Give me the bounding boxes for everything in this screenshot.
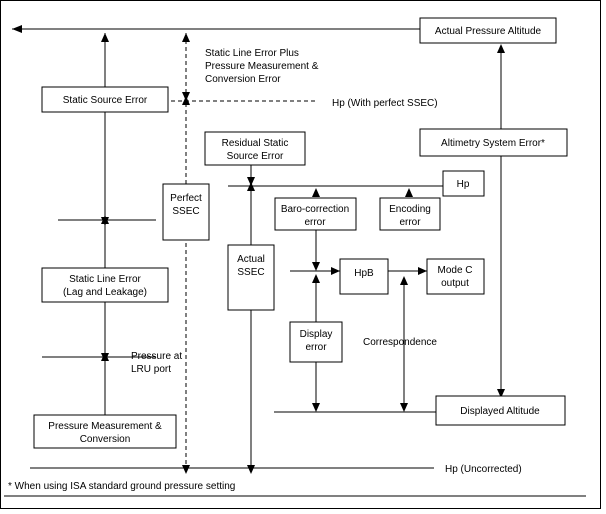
label-actual-ssec-line1: Actual bbox=[237, 254, 265, 265]
label-display-line2: error bbox=[305, 342, 327, 353]
note-line1: Static Line Error Plus bbox=[205, 48, 299, 59]
hpb-to-modec-arrow bbox=[418, 267, 427, 275]
encoding-arrow-head bbox=[405, 188, 413, 197]
baro-arrow-head bbox=[312, 188, 320, 197]
baro-to-hpb-arrow bbox=[312, 262, 320, 271]
hpb-input-arrow bbox=[331, 267, 340, 275]
dashed-mid-arrow-down bbox=[182, 92, 190, 101]
label-static-line-line1: Static Line Error bbox=[69, 274, 141, 285]
label-encoding-line1: Encoding bbox=[389, 204, 431, 215]
label-actual-ssec-line2: SSEC bbox=[237, 267, 264, 278]
box-encoding-error: Encoding error bbox=[379, 197, 441, 231]
label-display-line1: Display bbox=[300, 329, 333, 340]
box-display-error: Display error bbox=[289, 321, 343, 363]
label-residual-line2: Source Error bbox=[227, 151, 284, 162]
label-modec-line2: output bbox=[441, 278, 469, 289]
label-perfect-ssec-line2: SSEC bbox=[172, 206, 199, 217]
box-static-source-error: Static Source Error bbox=[41, 86, 169, 113]
label-residual-line1: Residual Static bbox=[222, 138, 289, 149]
label-encoding-line2: error bbox=[399, 217, 421, 228]
label-hp-with-perfect-ssec: Hp (With perfect SSEC) bbox=[332, 98, 438, 109]
label-displayed-altitude: Displayed Altitude bbox=[460, 406, 540, 417]
note-static-line-error-plus: Static Line Error Plus Pressure Measurem… bbox=[205, 48, 319, 85]
box-hpb: HpB bbox=[339, 258, 389, 295]
label-perfect-ssec-line1: Perfect bbox=[170, 193, 202, 204]
label-hpb: HpB bbox=[354, 268, 374, 279]
label-baro-line2: error bbox=[304, 217, 326, 228]
ssec-marker-down bbox=[101, 217, 109, 226]
label-pmc-line2: Conversion bbox=[80, 434, 131, 445]
hpb-display-arrow bbox=[312, 274, 320, 283]
label-hp-uncorrected: Hp (Uncorrected) bbox=[445, 464, 522, 475]
correspondence-bottom-arrow bbox=[400, 403, 408, 412]
dashed-bottom-arrow bbox=[182, 465, 190, 474]
box-static-line-error: Static Line Error (Lag and Leakage) bbox=[41, 267, 169, 303]
label-modec-line1: Mode C bbox=[437, 265, 472, 276]
label-static-line-line2: (Lag and Leakage) bbox=[63, 287, 147, 298]
altimetry-top-arrow bbox=[497, 44, 505, 53]
top-arrow-head bbox=[12, 25, 22, 33]
box-displayed-altitude: Displayed Altitude bbox=[435, 395, 566, 426]
label-hp: Hp bbox=[457, 179, 470, 190]
correspondence-top-arrow bbox=[400, 276, 408, 285]
box-residual-static-source-error: Residual Static Source Error bbox=[204, 131, 306, 166]
display-error-arrow bbox=[312, 403, 320, 412]
box-altimetry-system-error: Altimetry System Error* bbox=[419, 128, 568, 157]
dashed-top-arrow bbox=[182, 33, 190, 42]
box-baro-correction-error: Baro-correction error bbox=[274, 197, 357, 231]
box-mode-c-output: Mode C output bbox=[426, 258, 485, 295]
altimetry-bottom-arrow bbox=[497, 389, 505, 398]
label-correspondence: Correspondence bbox=[363, 337, 437, 348]
actual-ssec-bottom-arrow bbox=[247, 465, 255, 474]
left-top-arrow bbox=[101, 33, 109, 42]
box-actual-pressure-altitude: Actual Pressure Altitude bbox=[419, 17, 557, 44]
residual-arrow-down bbox=[247, 177, 255, 186]
box-actual-ssec: Actual SSEC bbox=[227, 244, 275, 311]
label-static-source-error: Static Source Error bbox=[63, 95, 148, 106]
footnote: * When using ISA standard ground pressur… bbox=[8, 481, 235, 492]
box-pressure-measurement-conversion: Pressure Measurement & Conversion bbox=[33, 414, 177, 449]
label-baro-line1: Baro-correction bbox=[281, 204, 349, 215]
note-line3: Conversion Error bbox=[205, 74, 281, 85]
note-line2: Pressure Measurement & bbox=[205, 61, 319, 72]
lru-marker-down bbox=[101, 353, 109, 362]
box-perfect-ssec: Perfect SSEC bbox=[162, 183, 210, 241]
label-lru-port: LRU port bbox=[131, 364, 171, 375]
label-pressure-at: Pressure at bbox=[131, 351, 182, 362]
box-hp: Hp bbox=[442, 170, 485, 197]
label-actual-pressure-altitude: Actual Pressure Altitude bbox=[435, 26, 542, 37]
label-pmc-line1: Pressure Measurement & bbox=[48, 421, 162, 432]
label-altimetry-system-error: Altimetry System Error* bbox=[441, 138, 545, 149]
